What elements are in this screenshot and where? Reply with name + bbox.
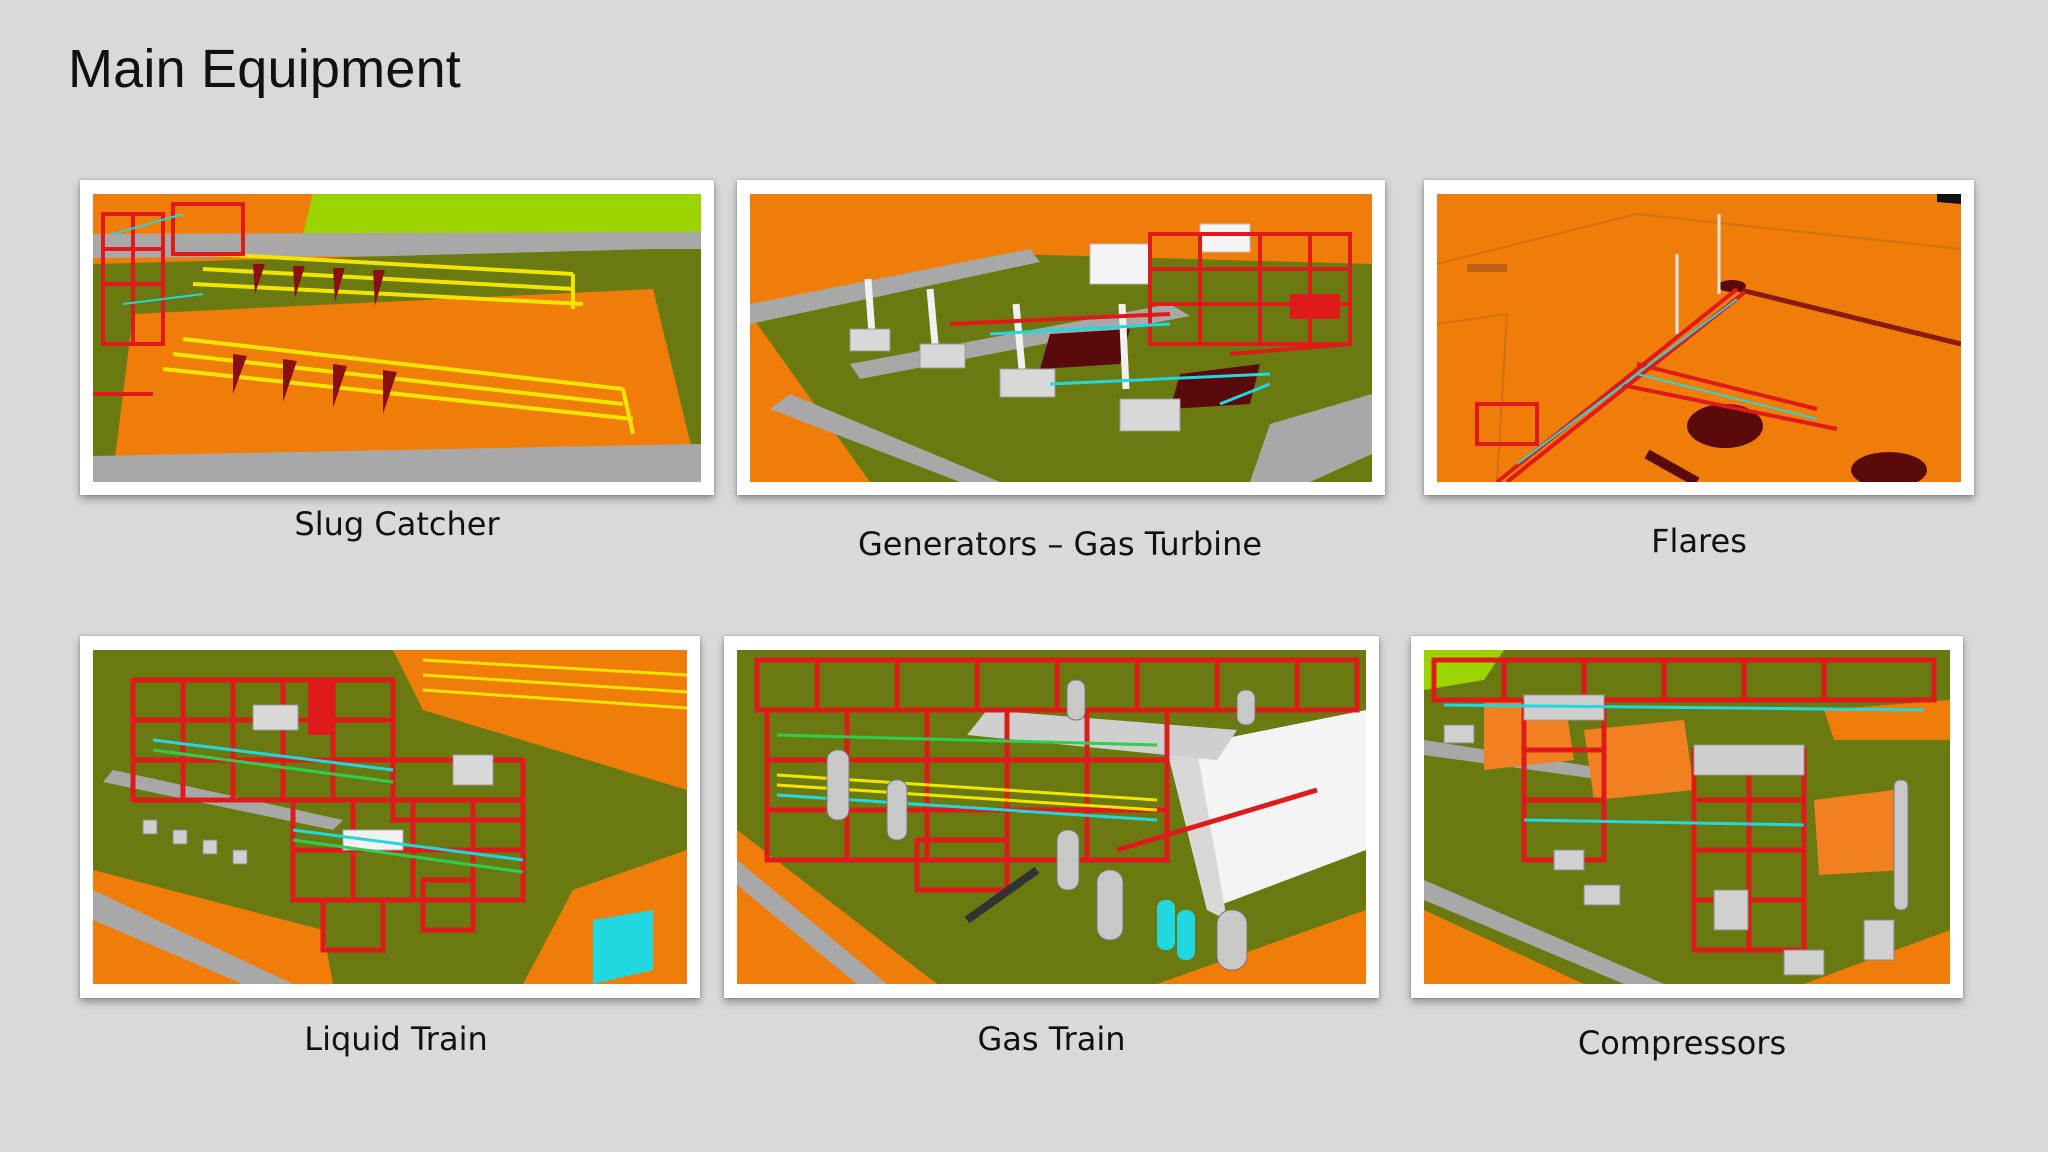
flares-image-frame <box>1424 180 1974 495</box>
slug-catcher-render <box>93 194 701 482</box>
generators-caption: Generators – Gas Turbine <box>857 525 1263 563</box>
flares-render <box>1437 194 1961 482</box>
compressors-caption: Compressors <box>1577 1024 1787 1062</box>
liquid-train-render <box>93 650 687 984</box>
liquid-train-caption: Liquid Train <box>304 1020 488 1058</box>
compressors-image-frame <box>1411 636 1963 998</box>
generators-render <box>750 194 1372 482</box>
slug-catcher-image-frame <box>80 180 714 495</box>
flares-caption: Flares <box>1651 522 1747 560</box>
gas-train-image-frame <box>724 636 1379 998</box>
liquid-train-image-frame <box>80 636 700 998</box>
generators-image-frame <box>737 180 1385 495</box>
gas-train-render <box>737 650 1366 984</box>
slide-title: Main Equipment <box>68 39 462 99</box>
gas-train-caption: Gas Train <box>977 1020 1126 1058</box>
compressors-render <box>1424 650 1950 984</box>
slug-catcher-caption: Slug Catcher <box>294 505 500 543</box>
